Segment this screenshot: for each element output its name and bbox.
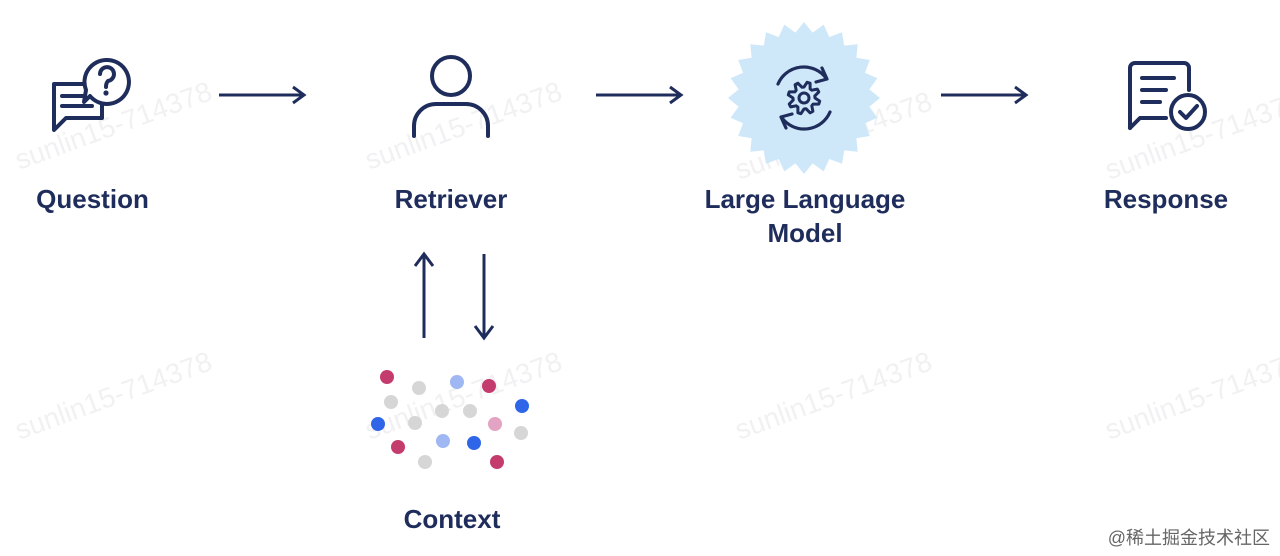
- arrow-context-to-retriever: [413, 251, 435, 338]
- context-dot: [384, 395, 398, 409]
- arrow-retriever-to-context: [473, 254, 495, 341]
- arrow-question-to-retriever: [219, 85, 307, 105]
- context-dot: [450, 375, 464, 389]
- context-dot: [488, 417, 502, 431]
- context-dot: [380, 370, 394, 384]
- question-label: Question: [36, 184, 149, 214]
- context-dot: [408, 416, 422, 430]
- context-dot: [514, 426, 528, 440]
- context-dot: [482, 379, 496, 393]
- context-dot: [371, 417, 385, 431]
- retriever-label: Retriever: [394, 184, 508, 214]
- llm-gear-badge-icon: [726, 20, 882, 176]
- response-label: Response: [1103, 184, 1229, 214]
- arrow-retriever-to-llm: [596, 85, 684, 105]
- context-label: Context: [403, 504, 501, 534]
- watermark-credit: @稀土掘金技术社区: [1107, 528, 1270, 548]
- llm-label-line2: Model: [767, 218, 843, 248]
- context-dot: [515, 399, 529, 413]
- watermark: sunlin15-714378: [730, 345, 936, 446]
- user-icon: [408, 52, 494, 140]
- context-dot: [435, 404, 449, 418]
- context-dot: [391, 440, 405, 454]
- llm-label-line1: Large Language: [704, 184, 906, 214]
- arrow-llm-to-response: [941, 85, 1029, 105]
- context-dot: [490, 455, 504, 469]
- context-dots-cluster: [371, 370, 529, 469]
- context-dot: [418, 455, 432, 469]
- context-dot: [463, 404, 477, 418]
- context-dot: [436, 434, 450, 448]
- gear-icon: [786, 80, 822, 116]
- question-chat-icon: [48, 56, 138, 140]
- context-dot: [412, 381, 426, 395]
- document-check-icon: [1126, 60, 1210, 136]
- watermark: sunlin15-714378: [1100, 345, 1280, 446]
- context-dot: [467, 436, 481, 450]
- watermark: sunlin15-714378: [10, 345, 216, 446]
